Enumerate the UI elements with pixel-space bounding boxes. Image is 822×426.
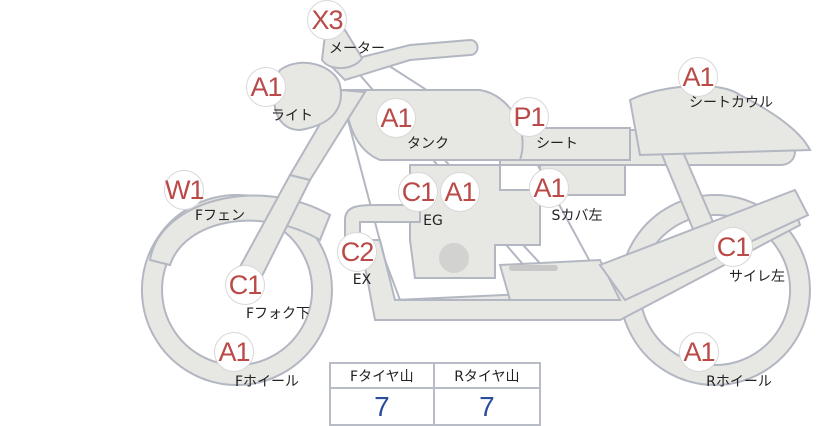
meter xyxy=(320,28,364,69)
front-tire-header: Fタイヤ山 xyxy=(329,362,435,389)
engine-cover xyxy=(439,243,469,273)
seat-code: P1 xyxy=(509,97,549,137)
exhaust-label: EX xyxy=(352,272,372,288)
front-fender-label: Fフェン xyxy=(194,208,246,224)
tire-tread-table: Fタイヤ山 Rタイヤ山 7 7 xyxy=(329,362,542,426)
handlebar xyxy=(328,38,479,82)
engine-code-1: C1 xyxy=(398,172,438,212)
front-tire-value: 7 xyxy=(329,387,435,426)
fork-lower-label: Fフォク下 xyxy=(245,306,311,322)
front-fender-code: W1 xyxy=(164,170,205,210)
headlight xyxy=(273,61,342,132)
fork-lower-code: C1 xyxy=(225,265,265,305)
seat-cowl-label: シートカウル xyxy=(689,95,773,111)
seat-cowl-code: A1 xyxy=(678,57,718,97)
side-cover-code: A1 xyxy=(529,168,569,208)
meter-code: X3 xyxy=(307,0,347,40)
front-wheel-label: Fホイール xyxy=(234,374,300,390)
seat-label: シート xyxy=(536,136,578,152)
seat-cowl xyxy=(628,85,812,157)
tank-code: A1 xyxy=(376,98,416,138)
rear-wheel-code: A1 xyxy=(679,332,719,372)
meter-label: メーター xyxy=(329,41,385,57)
front-wheel-code: A1 xyxy=(214,332,254,372)
side-cover-label: Sカバ左 xyxy=(551,208,603,224)
silencer-code: C1 xyxy=(713,227,753,267)
engine-label: EG xyxy=(423,213,443,229)
exhaust-code: C2 xyxy=(337,232,377,272)
silencer-label: サイレ左 xyxy=(729,269,785,285)
rear-tire-value: 7 xyxy=(432,387,542,426)
fork-upper xyxy=(288,88,367,182)
muffler xyxy=(598,188,810,302)
light-label: ライト xyxy=(271,108,313,124)
light-code: A1 xyxy=(246,67,286,107)
engine-code-2: A1 xyxy=(440,172,480,212)
tank-label: タンク xyxy=(407,136,449,152)
rear-wheel-label: Rホイール xyxy=(706,374,772,390)
rear-tire-header: Rタイヤ山 xyxy=(432,362,542,389)
